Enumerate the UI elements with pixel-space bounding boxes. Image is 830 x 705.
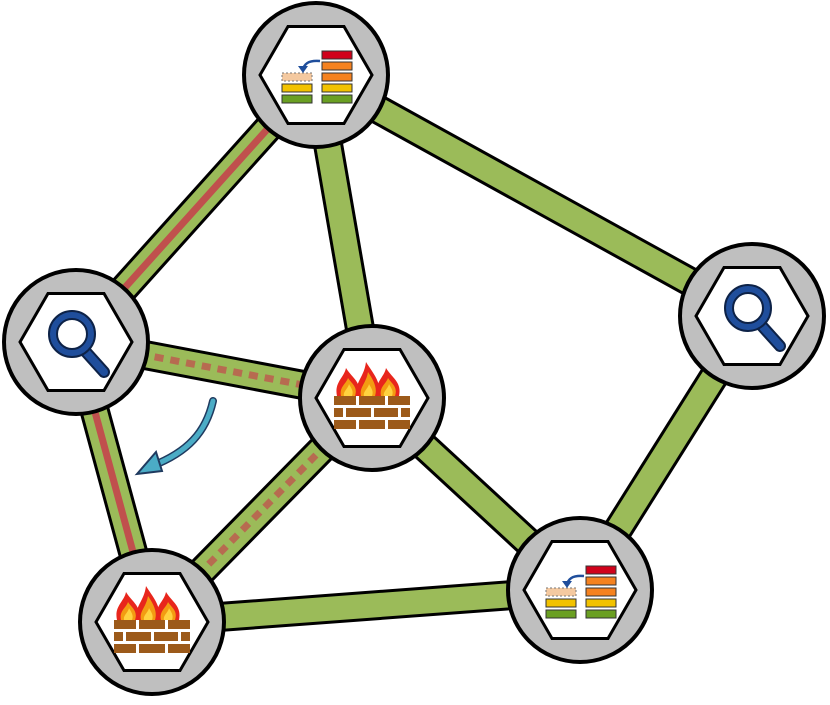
firewall-icon bbox=[114, 586, 190, 653]
node-center[interactable] bbox=[298, 324, 446, 472]
node-bottom-right[interactable] bbox=[506, 516, 654, 664]
brick-wall-icon bbox=[334, 396, 410, 429]
node-right[interactable] bbox=[678, 242, 826, 390]
node-top[interactable] bbox=[242, 1, 390, 149]
nodes-layer bbox=[2, 1, 826, 696]
arrow-head-icon bbox=[134, 449, 164, 476]
flame-icon bbox=[336, 362, 400, 396]
node-left[interactable] bbox=[2, 268, 150, 416]
curved-arrow-outline bbox=[148, 397, 217, 470]
node-bottom-left[interactable] bbox=[78, 548, 226, 696]
ghost-bar bbox=[545, 587, 577, 597]
level-bars-icon bbox=[545, 565, 617, 619]
link-top-right bbox=[308, 61, 760, 330]
brick-wall-icon bbox=[114, 620, 190, 653]
ghost-bar bbox=[281, 72, 313, 82]
magnifier-icon bbox=[48, 310, 110, 378]
link-fill bbox=[310, 64, 758, 327]
firewall-icon bbox=[334, 362, 410, 429]
flame-icon bbox=[116, 586, 180, 620]
magnifier-icon bbox=[724, 284, 786, 352]
level-bars-icon bbox=[281, 50, 353, 104]
curved-arrow-icon bbox=[149, 398, 216, 469]
